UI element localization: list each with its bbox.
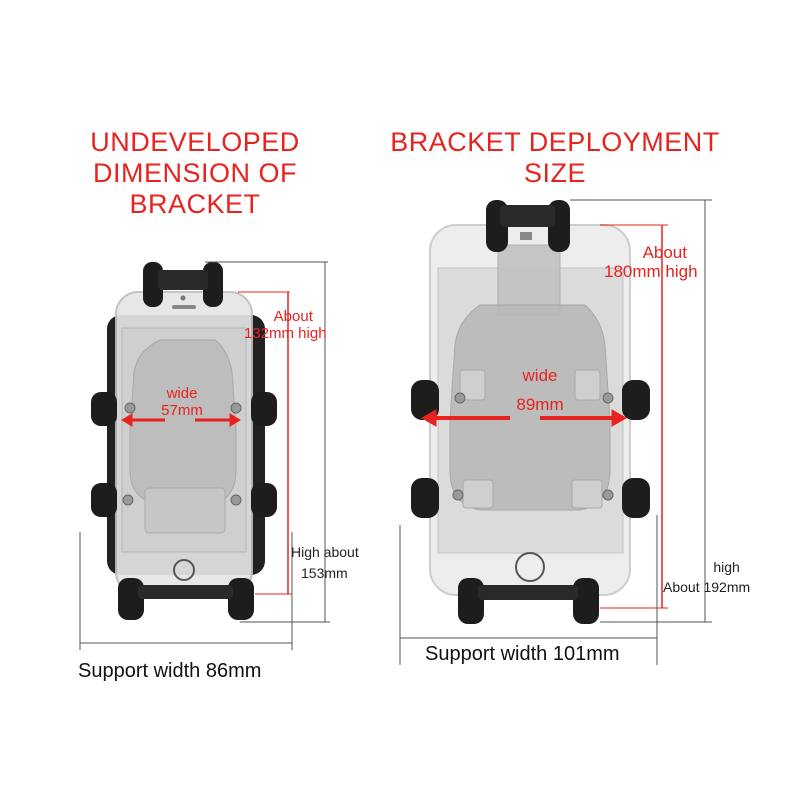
left-height-black-line2: 153mm [301, 565, 348, 581]
left-height-black-label: High about 153mm [291, 542, 359, 584]
left-heading: UNDEVELOPED DIMENSION OF BRACKET [30, 127, 360, 220]
right-support-width-label: Support width 101mm [425, 643, 620, 665]
left-heading-line1: UNDEVELOPED [90, 127, 300, 157]
right-wide-label: wide 89mm [500, 361, 580, 419]
left-wide-line1: wide [166, 385, 198, 402]
right-black-dimension-lines [399, 199, 712, 665]
left-wide-label: wide 57mm [152, 385, 212, 419]
right-height-black-line2: About 192mm [663, 579, 751, 595]
right-height-black-line1: high [713, 559, 740, 575]
left-heading-line2: DIMENSION OF BRACKET [92, 158, 297, 219]
right-wide-line1: wide [522, 366, 558, 385]
left-height-red-label: About 132mm high [244, 308, 327, 342]
left-height-black-line1: High about [291, 544, 359, 560]
left-black-dimension-lines [79, 261, 330, 650]
left-support-width-label: Support width 86mm [78, 660, 262, 682]
right-bracket [411, 200, 650, 624]
right-wide-line2: 89mm [516, 395, 564, 414]
right-heading: BRACKET DEPLOYMENT SIZE [390, 127, 720, 188]
left-wide-line2: 57mm [161, 402, 203, 419]
right-red-dimension-lines [420, 224, 668, 609]
left-red-dimension-lines [121, 291, 292, 595]
right-height-red-line1: About [642, 243, 687, 262]
left-height-red-line1: About [273, 308, 313, 325]
right-height-red-line2: 180mm high [604, 262, 698, 281]
right-height-black-label: high About 192mm [663, 557, 750, 597]
right-height-red-label: About 180mm high [604, 243, 698, 281]
left-height-red-line2: 132mm high [244, 325, 327, 342]
left-bracket [91, 262, 277, 620]
